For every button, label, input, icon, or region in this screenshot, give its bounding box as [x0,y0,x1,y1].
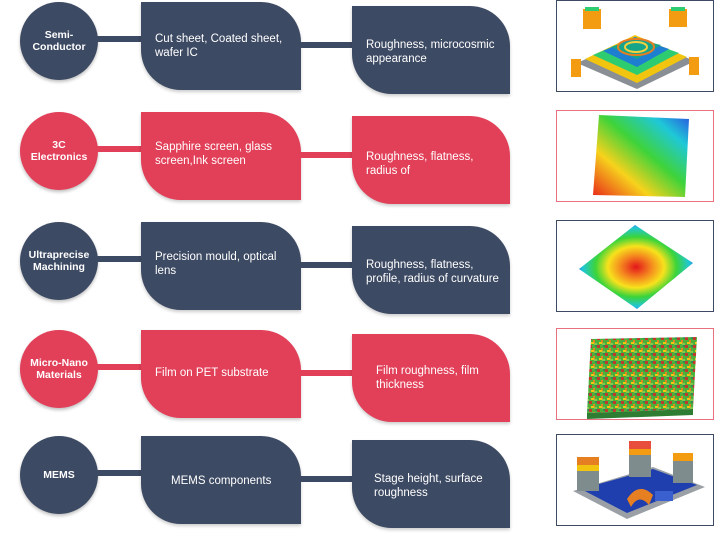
application-box: Cut sheet, Coated sheet, wafer IC [141,2,301,90]
measurement-text: Film roughness, film thickness [376,365,479,391]
connector-line [96,36,142,42]
3d-wafer-surface-icon [556,0,714,92]
connector-line [300,476,354,482]
category-label-line2: Materials [36,369,82,381]
mems-3d-structure-icon [556,434,714,526]
measurement-box: Roughness, microcosmic appearance [352,6,510,94]
connector-line [300,152,354,158]
lens-curvature-map-icon [556,220,714,312]
category-label-line1: MEMS [43,469,75,481]
category-label-line2: Conductor [32,41,86,53]
connector-line [96,256,142,262]
measurement-text: Stage height, surface roughness [374,473,483,499]
gradient-flat-surface-icon [556,110,714,202]
application-box: MEMS components [141,436,301,524]
measurement-box: Stage height, surface roughness [352,440,510,528]
measurement-box: Film roughness, film thickness [352,334,510,422]
application-text: Film on PET substrate [155,367,269,379]
measurement-box: Roughness, flatness, profile, radius of … [352,226,510,314]
connector-line [300,262,354,268]
measurement-text: Roughness, microcosmic appearance [366,39,495,65]
connector-line [300,370,354,376]
application-box: Precision mould, optical lens [141,222,301,310]
application-text: MEMS components [171,475,272,487]
category-label-line1: Micro-Nano [30,357,88,369]
application-text: Cut sheet, Coated sheet, wafer IC [155,33,283,59]
application-box: Film on PET substrate [141,330,301,418]
application-text: Sapphire screen, glass screen,Ink screen [155,141,272,167]
category-label-line2: Electronics [30,151,88,163]
category-label-line2: Machining [33,261,85,273]
category-circle: MEMS [20,436,98,514]
row-mems: MEMS MEMS components Stage height, surfa… [0,434,727,534]
category-label-line1: 3C [52,139,66,151]
connector-line [96,364,142,370]
application-box: Sapphire screen, glass screen,Ink screen [141,112,301,200]
category-circle: Semi-Conductor [20,2,98,80]
connector-line [300,42,354,48]
film-texture-map-icon [556,328,714,420]
category-label-line1: Semi- [44,29,74,41]
connector-line [96,146,142,152]
measurement-box: Roughness, flatness, radius of [352,116,510,204]
measurement-text: Roughness, flatness, radius of [366,151,474,177]
row-semiconductor: Semi-Conductor Cut sheet, Coated sheet, … [0,0,727,100]
connector-line [96,470,142,476]
measurement-text: Roughness, flatness, profile, radius of … [366,259,499,285]
category-label-line1: Ultraprecise [28,249,90,261]
application-text: Precision mould, optical lens [155,251,277,277]
